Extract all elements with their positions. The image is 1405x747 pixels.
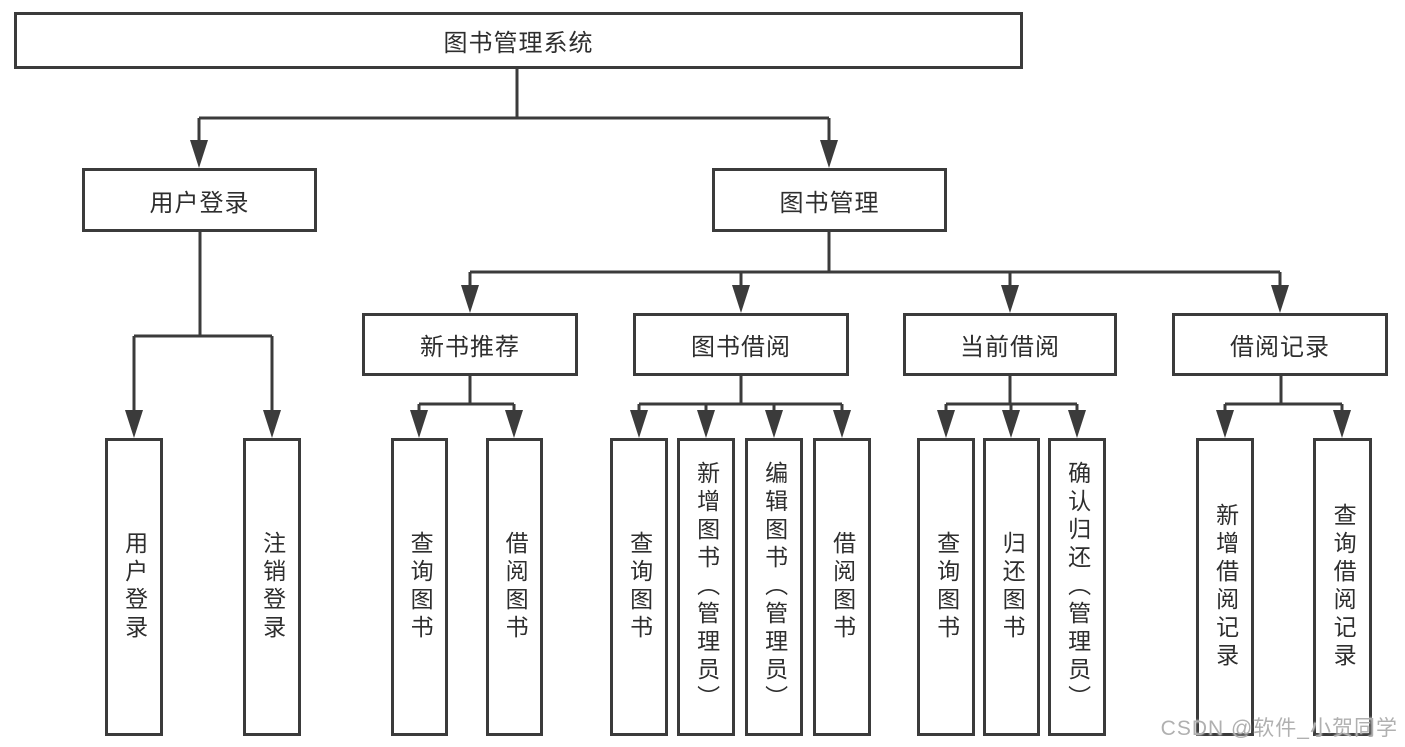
node-label: 借阅图书 bbox=[502, 531, 529, 643]
node-book-borrowing: 图书借阅 bbox=[633, 313, 849, 376]
edge-book-mgmt-children bbox=[461, 232, 1289, 313]
node-library-system: 图书管理系统 bbox=[14, 12, 1023, 69]
node-edit-books-admin: 编辑图书（管理员） bbox=[745, 438, 803, 736]
edge-user-login-children bbox=[125, 232, 281, 438]
edge-current-borrowing-children bbox=[937, 376, 1086, 438]
node-borrow-books-borrowing: 借阅图书 bbox=[813, 438, 871, 736]
node-add-books-admin: 新增图书（管理员） bbox=[677, 438, 735, 736]
node-user-login: 用户登录 bbox=[82, 168, 317, 232]
node-add-borrow-record: 新增借阅记录 bbox=[1196, 438, 1254, 736]
node-label: 查询图书 bbox=[407, 531, 434, 643]
node-label: 图书管理系统 bbox=[443, 30, 594, 57]
node-confirm-return-admin: 确认归还（管理员） bbox=[1048, 438, 1106, 736]
node-label: 查询图书 bbox=[933, 531, 960, 643]
node-label: 用户登录 bbox=[121, 531, 148, 643]
node-query-books-recommend: 查询图书 bbox=[391, 438, 448, 736]
node-label: 新书推荐 bbox=[420, 334, 520, 361]
node-query-books-current: 查询图书 bbox=[917, 438, 975, 736]
node-borrowing-records: 借阅记录 bbox=[1172, 313, 1388, 376]
node-label: 用户登录 bbox=[149, 189, 250, 217]
node-book-management: 图书管理 bbox=[712, 168, 947, 232]
node-label: 借阅图书 bbox=[829, 531, 856, 643]
node-label: 借阅记录 bbox=[1230, 334, 1330, 361]
node-label: 查询借阅记录 bbox=[1330, 503, 1357, 671]
node-label: 编辑图书（管理员） bbox=[761, 461, 788, 713]
node-label: 图书管理 bbox=[779, 189, 880, 217]
node-label: 归还图书 bbox=[999, 531, 1026, 643]
node-label: 当前借阅 bbox=[960, 334, 1060, 361]
node-query-books-borrowing: 查询图书 bbox=[610, 438, 668, 736]
node-borrow-books-recommend: 借阅图书 bbox=[486, 438, 543, 736]
node-current-borrowing: 当前借阅 bbox=[903, 313, 1117, 376]
edge-book-borrowing-children bbox=[630, 376, 851, 438]
edge-borrowing-records-children bbox=[1216, 376, 1351, 438]
node-user-login-action: 用户登录 bbox=[105, 438, 163, 736]
node-return-books: 归还图书 bbox=[983, 438, 1040, 736]
csdn-watermark: CSDN @软件_小贺同学 bbox=[1160, 717, 1398, 740]
node-label: 确认归还（管理员） bbox=[1064, 461, 1091, 713]
edge-root-to-level2 bbox=[190, 69, 838, 168]
node-label: 图书借阅 bbox=[691, 334, 791, 361]
node-query-borrow-record: 查询借阅记录 bbox=[1313, 438, 1372, 736]
node-label: 新增借阅记录 bbox=[1212, 503, 1239, 671]
node-label: 查询图书 bbox=[626, 531, 653, 643]
node-logout: 注销登录 bbox=[243, 438, 301, 736]
node-label: 新增图书（管理员） bbox=[693, 461, 720, 713]
node-label: 注销登录 bbox=[259, 531, 286, 643]
node-new-book-recommendation: 新书推荐 bbox=[362, 313, 578, 376]
edge-new-recommend-children bbox=[410, 376, 523, 438]
